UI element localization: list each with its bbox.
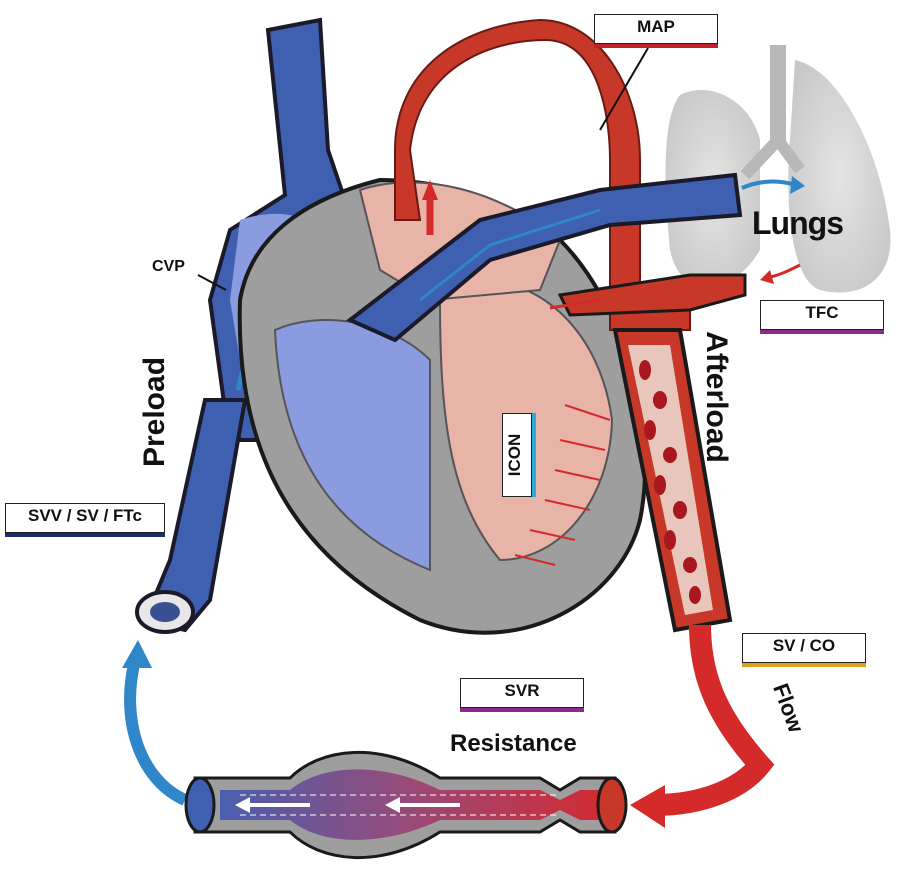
afterload-label: Afterload	[699, 331, 733, 463]
svr-label: SVR	[505, 681, 540, 700]
flow-arrow	[630, 625, 760, 828]
tfc-tag: TFC	[760, 300, 884, 330]
preload-label: Preload	[138, 357, 172, 467]
resistance-vessel	[186, 752, 626, 857]
venous-return-arrow	[122, 640, 185, 800]
tfc-underline	[760, 330, 884, 334]
cvp-label: CVP	[152, 258, 185, 276]
svr-tag: SVR	[460, 678, 584, 708]
lungs-label: Lungs	[752, 205, 843, 242]
map-label: MAP	[637, 17, 675, 36]
icon-label: ICON	[505, 434, 524, 477]
tfc-label: TFC	[805, 303, 838, 322]
sv-co-underline	[742, 663, 866, 667]
lungs-graphic	[666, 45, 891, 293]
icon-underline	[532, 413, 536, 497]
sv-co-tag: SV / CO	[742, 633, 866, 663]
map-tag: MAP	[594, 14, 718, 44]
resistance-label: Resistance	[450, 730, 577, 758]
map-underline	[594, 44, 718, 48]
svv-sv-ftc-underline	[5, 533, 165, 537]
svv-sv-ftc-label: SVV / SV / FTc	[28, 506, 142, 525]
svr-underline	[460, 708, 584, 712]
icon-tag: ICON	[502, 413, 532, 497]
sv-co-label: SV / CO	[773, 636, 835, 655]
svv-sv-ftc-tag: SVV / SV / FTc	[5, 503, 165, 533]
